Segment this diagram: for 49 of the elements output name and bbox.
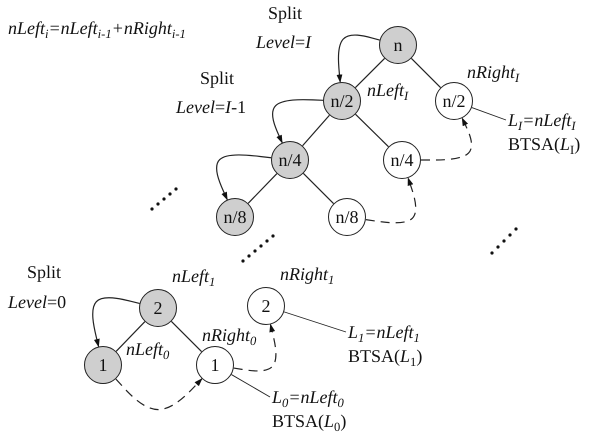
tree-edge (411, 58, 441, 88)
tree-edge (355, 58, 385, 88)
tree-edge (171, 321, 202, 352)
tree-node-circle: 1 (196, 346, 234, 384)
dashed-arrow (421, 117, 472, 161)
function-text: BTSA(L$_{0}$) (272, 410, 346, 434)
tree-node-circle: 2 (247, 287, 285, 325)
node-annotation: nRight$_{I}$ (467, 62, 520, 84)
dashed-arrow (234, 324, 276, 372)
node-annotation: nRight$_{1}$ (280, 264, 334, 286)
formula-text: nLeft$_{i}$=nLeft$_{i-1}$+nRight$_{i-1}$ (8, 18, 186, 40)
tree-node-circle: 1 (84, 346, 122, 384)
annotation-text: Level=I-1 (176, 97, 246, 119)
curved-arrow (216, 154, 272, 200)
tree-edge (355, 114, 389, 148)
tree-edge (303, 173, 334, 204)
annotation-text: Level=0 (8, 292, 66, 314)
tree-node-circle: n/2 (323, 82, 361, 120)
tree-node-circle: 2 (139, 289, 177, 327)
tree-edge (248, 173, 278, 204)
tree-node-circle: n/2 (435, 82, 473, 120)
function-text: BTSA(L$_{I}$) (508, 133, 580, 157)
equation-text: L$_{0}$=nLeft$_{0}$ (272, 386, 344, 410)
annotation-text: Level=I (256, 32, 312, 54)
leader-line (230, 374, 270, 398)
curved-arrow (272, 99, 324, 144)
node-annotation: nRight$_{0}$ (202, 325, 256, 347)
tree-node-circle: n/4 (271, 141, 309, 179)
dashed-arrow (366, 177, 416, 224)
function-text: BTSA(L$_{1}$) (348, 345, 422, 369)
annotation-text: Split (27, 262, 62, 284)
tree-node-circle: n (379, 26, 417, 64)
equation-text: L$_{I}$=nLeft$_{I}$ (508, 109, 576, 132)
annotation-text: Split (200, 68, 234, 90)
node-annotation: nLeft$_{I}$ (367, 80, 408, 102)
node-annotation: nLeft$_{0}$ (126, 339, 170, 361)
tree-node-circle: n/8 (216, 198, 254, 236)
leader-line (284, 311, 346, 332)
tree-edge (302, 114, 330, 146)
curved-arrow (336, 34, 380, 83)
leader-line (471, 107, 506, 120)
curved-arrow (92, 297, 140, 348)
equation-text: L$_{1}$=nLeft$_{1}$ (348, 321, 420, 344)
annotation-text: Split (268, 3, 302, 25)
tree-node-circle: n/8 (328, 198, 366, 236)
tree-edge (116, 321, 146, 352)
tree-node-circle: n/4 (383, 141, 421, 179)
dashed-arrow (115, 378, 202, 410)
node-annotation: nLeft$_{1}$ (172, 266, 216, 288)
